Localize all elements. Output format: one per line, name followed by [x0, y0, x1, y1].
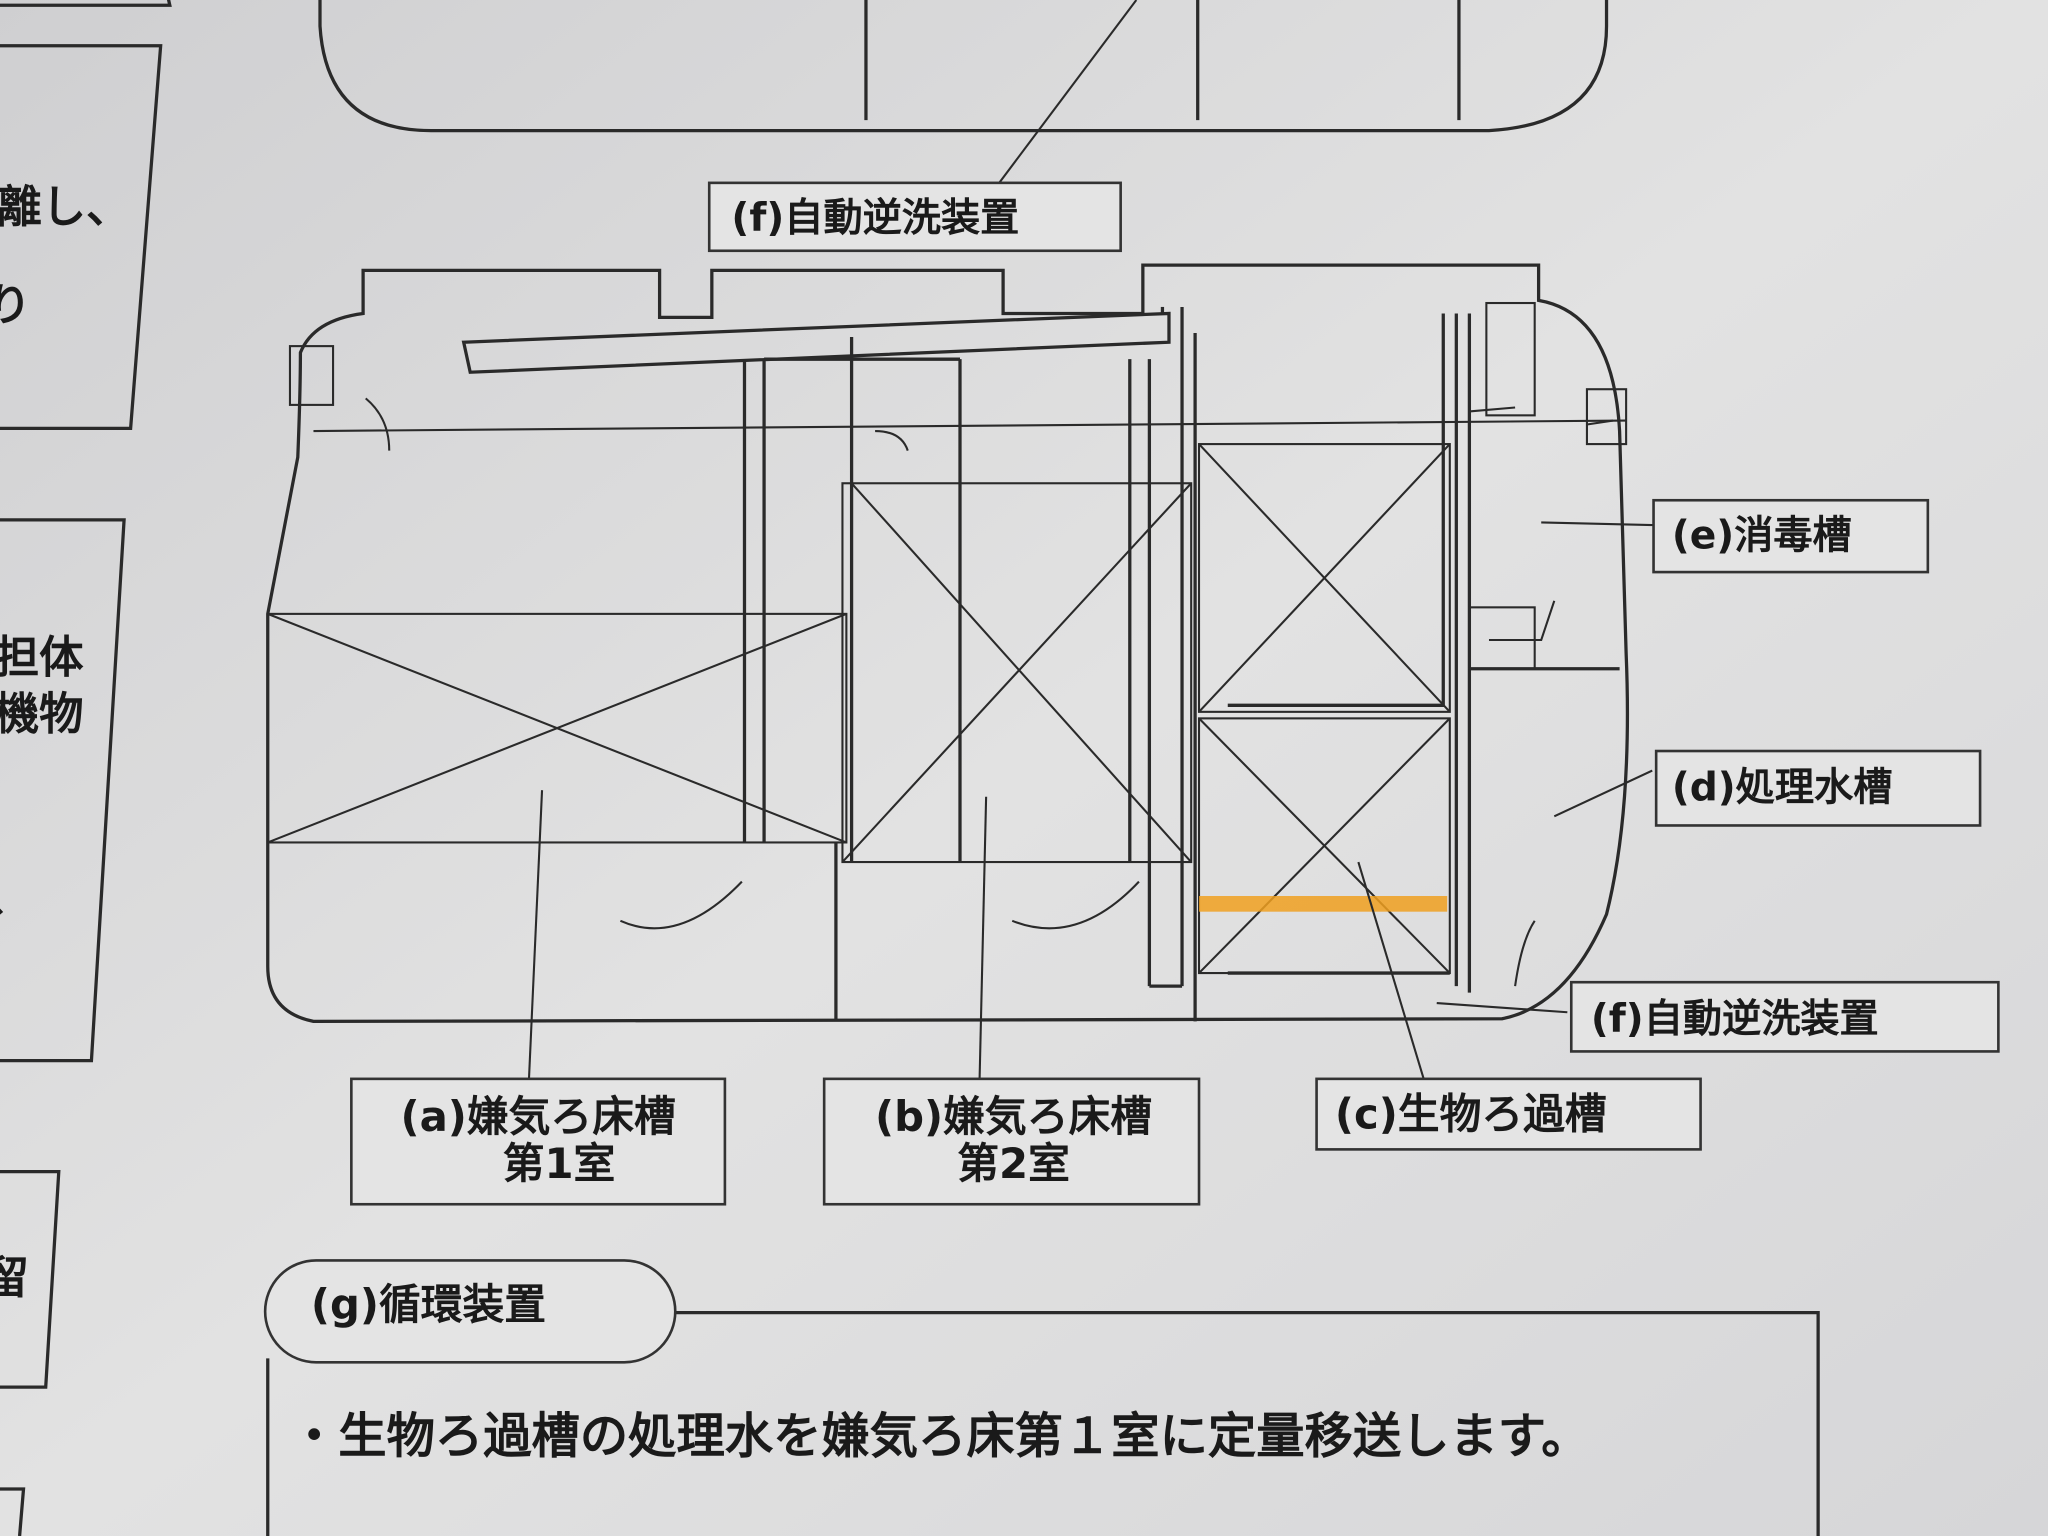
inlet-box	[288, 345, 335, 406]
disinfectant-box	[1485, 301, 1536, 417]
leader-line	[1541, 521, 1654, 527]
flow-arrows	[365, 397, 1614, 987]
left-margin-boxes: 離し、 り 担体 機物 、 留	[0, 0, 172, 1536]
highlight-mark	[1199, 896, 1448, 912]
label-biofilter-tank: (c)生物ろ過槽	[1335, 1089, 1607, 1138]
label-anaerobic-room1-sub: 第1室	[503, 1139, 616, 1188]
room-c-media	[1197, 443, 1451, 975]
leader-line	[1553, 769, 1653, 818]
label-auto-backwash-bottom: (f)自動逆洗装置	[1591, 997, 1879, 1042]
label-box-anaerobic-room2	[822, 1077, 1201, 1206]
outlet-box	[1585, 388, 1628, 446]
room-b-media	[841, 482, 1193, 864]
label-box-circulation-device	[263, 1259, 677, 1364]
leader-line	[998, 0, 1138, 184]
left-fragment: り	[0, 280, 31, 331]
label-treated-water-tank: (d)処理水槽	[1672, 766, 1893, 811]
circulation-description: ・生物ろ過槽の処理水を嫌気ろ床第１室に定量移送します。	[290, 1408, 1590, 1464]
left-fragment: 担体	[0, 633, 84, 684]
leader-line	[978, 796, 988, 1079]
water-level-line	[313, 419, 1627, 433]
label-anaerobic-room2-sub: 第2室	[957, 1139, 1070, 1188]
left-fragment: 、	[0, 872, 31, 923]
label-box-disinfection-tank	[1652, 498, 1930, 574]
label-box-biofilter-tank	[1315, 1077, 1702, 1151]
label-anaerobic-room2-title: (b)嫌気ろ床槽	[875, 1092, 1152, 1141]
left-fragment: 離し、	[0, 182, 131, 233]
label-anaerobic-room1-title: (a)嫌気ろ床槽	[400, 1092, 675, 1141]
label-box-auto-backwash-top	[707, 181, 1122, 253]
transfer-pipe	[461, 311, 1171, 374]
label-circulation-device: (g)循環装置	[311, 1280, 546, 1329]
label-auto-backwash-top: (f)自動逆洗装置	[731, 196, 1019, 241]
label-box-auto-backwash-bottom	[1569, 980, 2000, 1053]
left-fragment: 機物	[0, 689, 84, 740]
tank	[266, 263, 1630, 1024]
circulation-section-box	[266, 1311, 1820, 1536]
leader-line	[1436, 1002, 1568, 1014]
leader-line	[1357, 861, 1425, 1080]
label-box-anaerobic-room1	[350, 1077, 727, 1206]
upper-figure-fragment	[318, 0, 1609, 133]
room-a-media	[266, 612, 848, 844]
label-disinfection-tank: (e)消毒槽	[1672, 514, 1852, 559]
leader-line	[527, 790, 544, 1079]
label-box-treated-water-tank	[1654, 749, 1982, 827]
left-fragment: 留	[0, 1253, 29, 1304]
